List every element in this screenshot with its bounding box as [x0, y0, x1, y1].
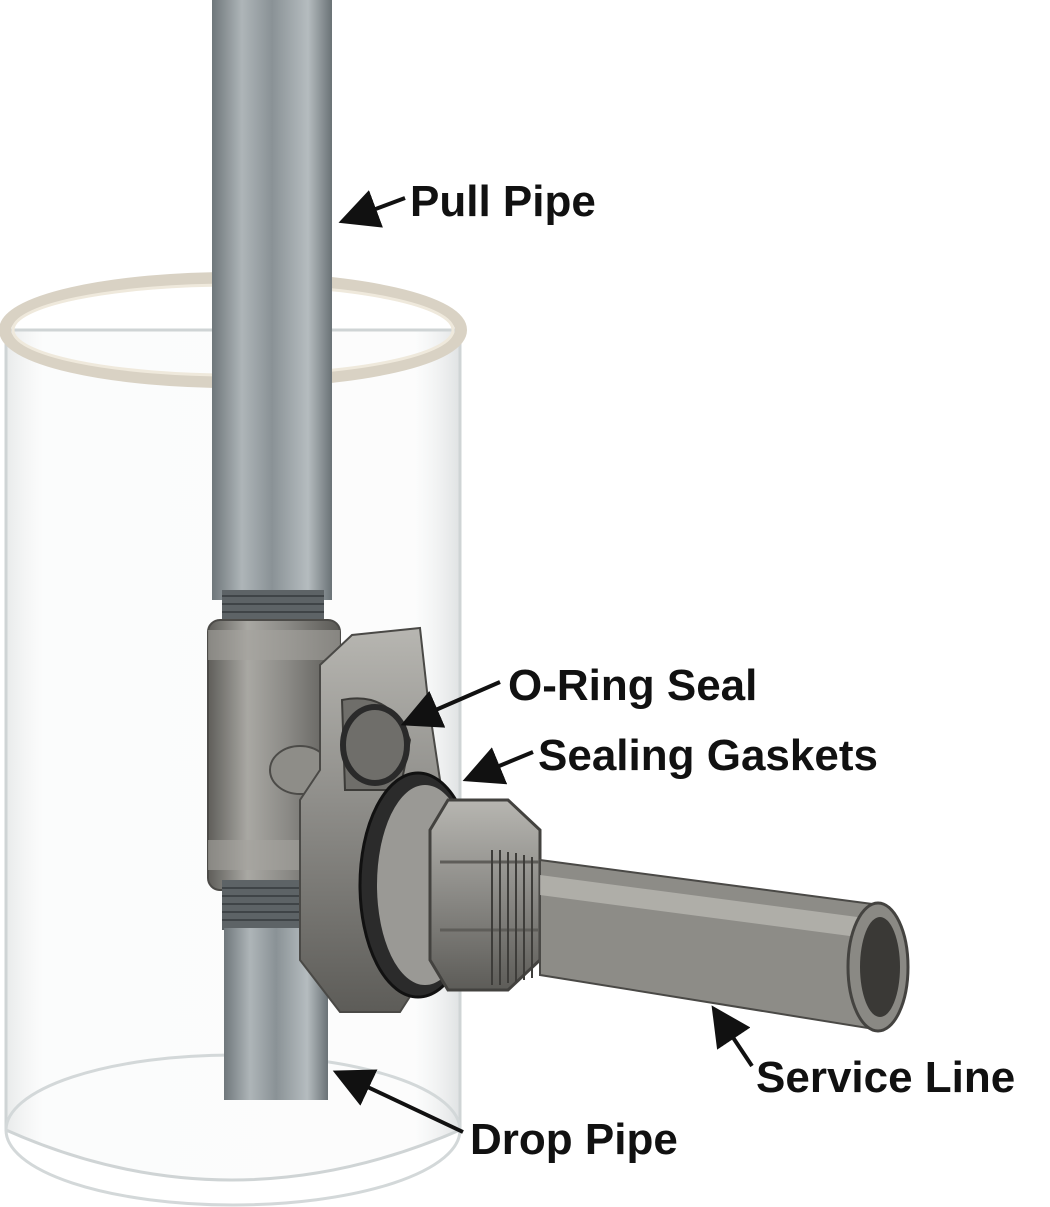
label-sealing-gaskets: Sealing Gaskets	[538, 731, 878, 780]
arrow-service-line	[711, 1005, 754, 1068]
callout-arrows	[332, 190, 754, 1134]
pull-pipe	[212, 0, 332, 635]
label-pull-pipe: Pull Pipe	[410, 177, 596, 226]
arrow-sealing-gaskets	[462, 747, 534, 785]
arrow-pull-pipe	[338, 190, 406, 228]
service-line	[491, 850, 910, 1033]
arrow-drop-pipe	[332, 1069, 464, 1134]
arrow-o-ring-seal	[400, 680, 501, 728]
hex-nut	[428, 798, 542, 992]
label-drop-pipe: Drop Pipe	[470, 1115, 678, 1164]
label-o-ring-seal: O-Ring Seal	[508, 661, 758, 710]
o-ring-seal	[340, 704, 410, 786]
label-service-line: Service Line	[756, 1053, 1016, 1102]
